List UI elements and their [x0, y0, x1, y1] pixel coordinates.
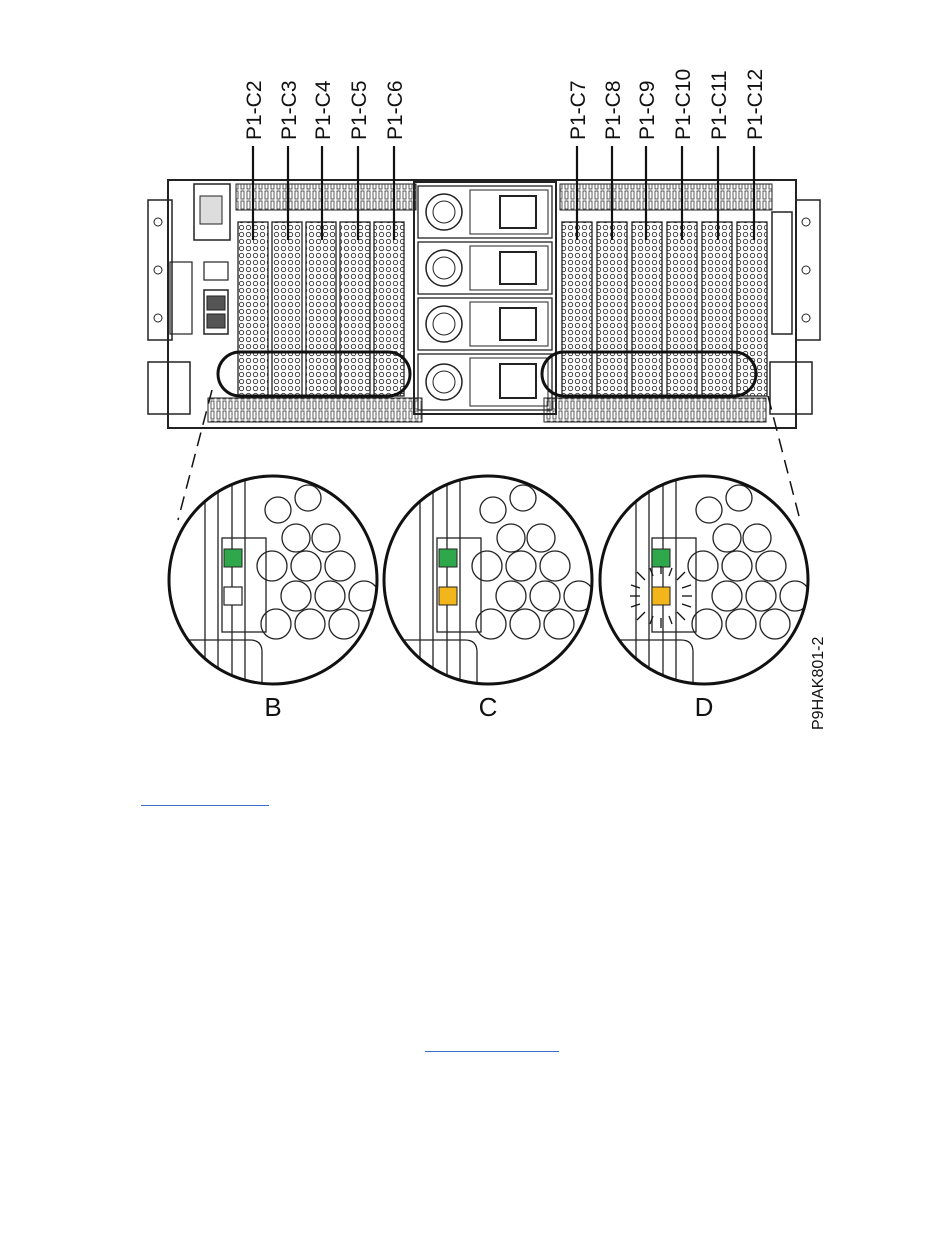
inset-c: C: [375, 470, 605, 722]
slot-label-p1-c3: P1-C3: [278, 80, 301, 140]
slot-label-p1-c5: P1-C5: [348, 80, 371, 140]
link-underline-1[interactable]: [141, 805, 269, 806]
power-supplies: [414, 182, 556, 414]
inset-d: D: [590, 470, 820, 722]
inset-label-d: D: [695, 692, 714, 722]
inset-label-c: C: [479, 692, 498, 722]
slot-label-p1-c6: P1-C6: [384, 80, 407, 140]
link-underline-2[interactable]: [425, 1051, 559, 1052]
inset-c-led-amber: [439, 587, 457, 605]
pcie-slots-left: [238, 222, 404, 396]
power-supply-1: [418, 186, 552, 238]
inset-b-led-green: [224, 549, 242, 567]
power-supply-2: [418, 242, 552, 294]
slot-label-p1-c10: P1-C10: [672, 69, 695, 140]
power-supply-3: [418, 298, 552, 350]
slot-label-p1-c11: P1-C11: [708, 70, 731, 140]
slot-label-p1-c2: P1-C2: [243, 80, 266, 140]
inset-d-led-amber-flashing: [652, 587, 670, 605]
slot-labels: P1-C2 P1-C3 P1-C4 P1-C5 P1-C6 P1-C7 P1-C…: [243, 69, 767, 140]
power-supply-4: [418, 354, 552, 410]
inset-d-led-green: [652, 549, 670, 567]
inset-b-led-off: [224, 587, 242, 605]
inset-b: B: [160, 470, 390, 722]
slot-label-p1-c7: P1-C7: [567, 80, 590, 140]
figure-id: P9HAK801-2: [810, 637, 827, 730]
slot-label-p1-c12: P1-C12: [744, 69, 767, 140]
slot-label-p1-c9: P1-C9: [636, 80, 659, 140]
slot-label-p1-c8: P1-C8: [602, 80, 625, 140]
inset-label-b: B: [264, 692, 281, 722]
slot-label-p1-c4: P1-C4: [312, 80, 335, 140]
inset-c-led-green: [439, 549, 457, 567]
pcie-slots-right: [562, 222, 767, 396]
